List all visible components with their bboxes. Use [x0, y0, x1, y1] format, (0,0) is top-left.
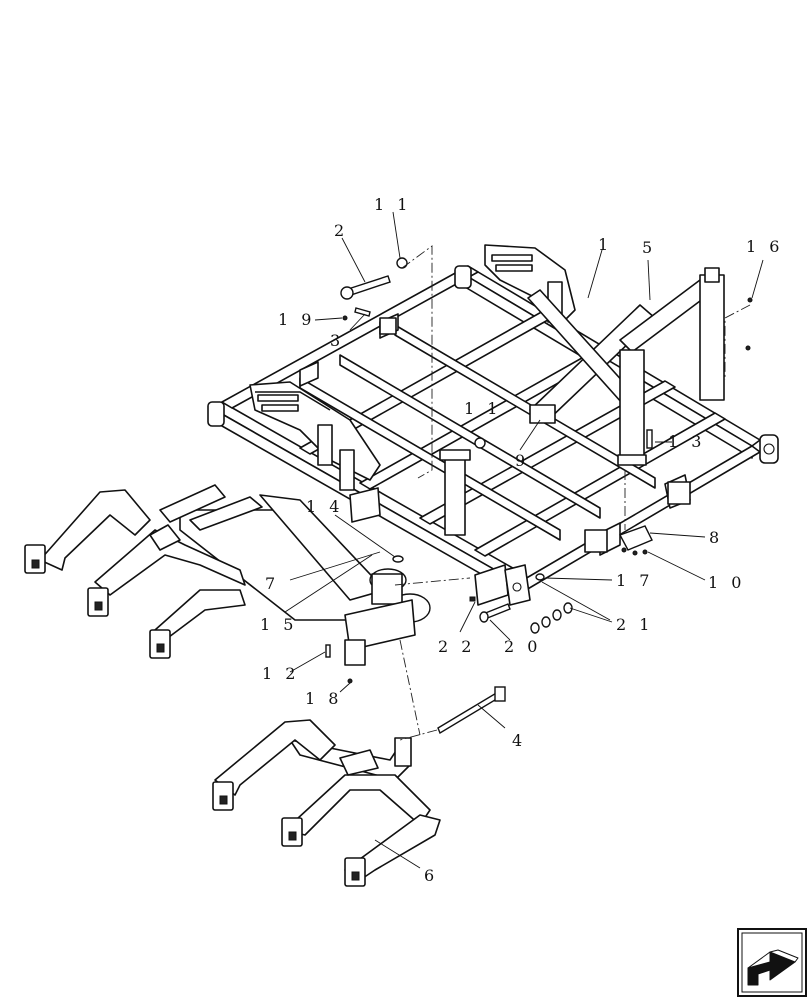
callout-9: 9 [515, 451, 529, 470]
center-lines [394, 245, 751, 741]
callout-20: 2 0 [504, 637, 541, 656]
callout-17: 1 7 [616, 571, 653, 590]
callout-2: 2 [334, 221, 348, 240]
leader-lines [284, 211, 764, 869]
callout-6: 6 [424, 866, 438, 885]
callout-5: 5 [642, 238, 656, 257]
callout-11-top: 1 1 [374, 195, 411, 214]
callout-15: 1 5 [260, 615, 297, 634]
loose-hardware [325, 257, 753, 735]
lower-wing-assembly [212, 719, 441, 887]
main-frame [207, 244, 779, 606]
callout-1: 1 [598, 235, 612, 254]
callout-8: 8 [709, 528, 723, 547]
next-page-arrow-icon[interactable] [737, 928, 807, 997]
callout-4: 4 [512, 731, 526, 750]
callout-18: 1 8 [305, 689, 342, 708]
callout-labels: 1 2 3 4 5 6 7 8 9 1 0 1 1 1 1 1 2 1 3 1 … [260, 195, 783, 885]
callout-10: 1 0 [708, 573, 745, 592]
callout-22: 2 2 [438, 637, 475, 656]
callout-19: 1 9 [278, 310, 315, 329]
wing-assembly [24, 484, 431, 666]
callout-12: 1 2 [262, 664, 299, 683]
callout-3: 3 [330, 331, 344, 350]
callout-14: 1 4 [306, 497, 343, 516]
callout-11-mid: 1 1 [464, 399, 501, 418]
callout-21: 2 1 [616, 615, 653, 634]
callout-7: 7 [265, 574, 279, 593]
callout-16: 1 6 [746, 237, 783, 256]
callout-13: 1 3 [668, 432, 705, 451]
